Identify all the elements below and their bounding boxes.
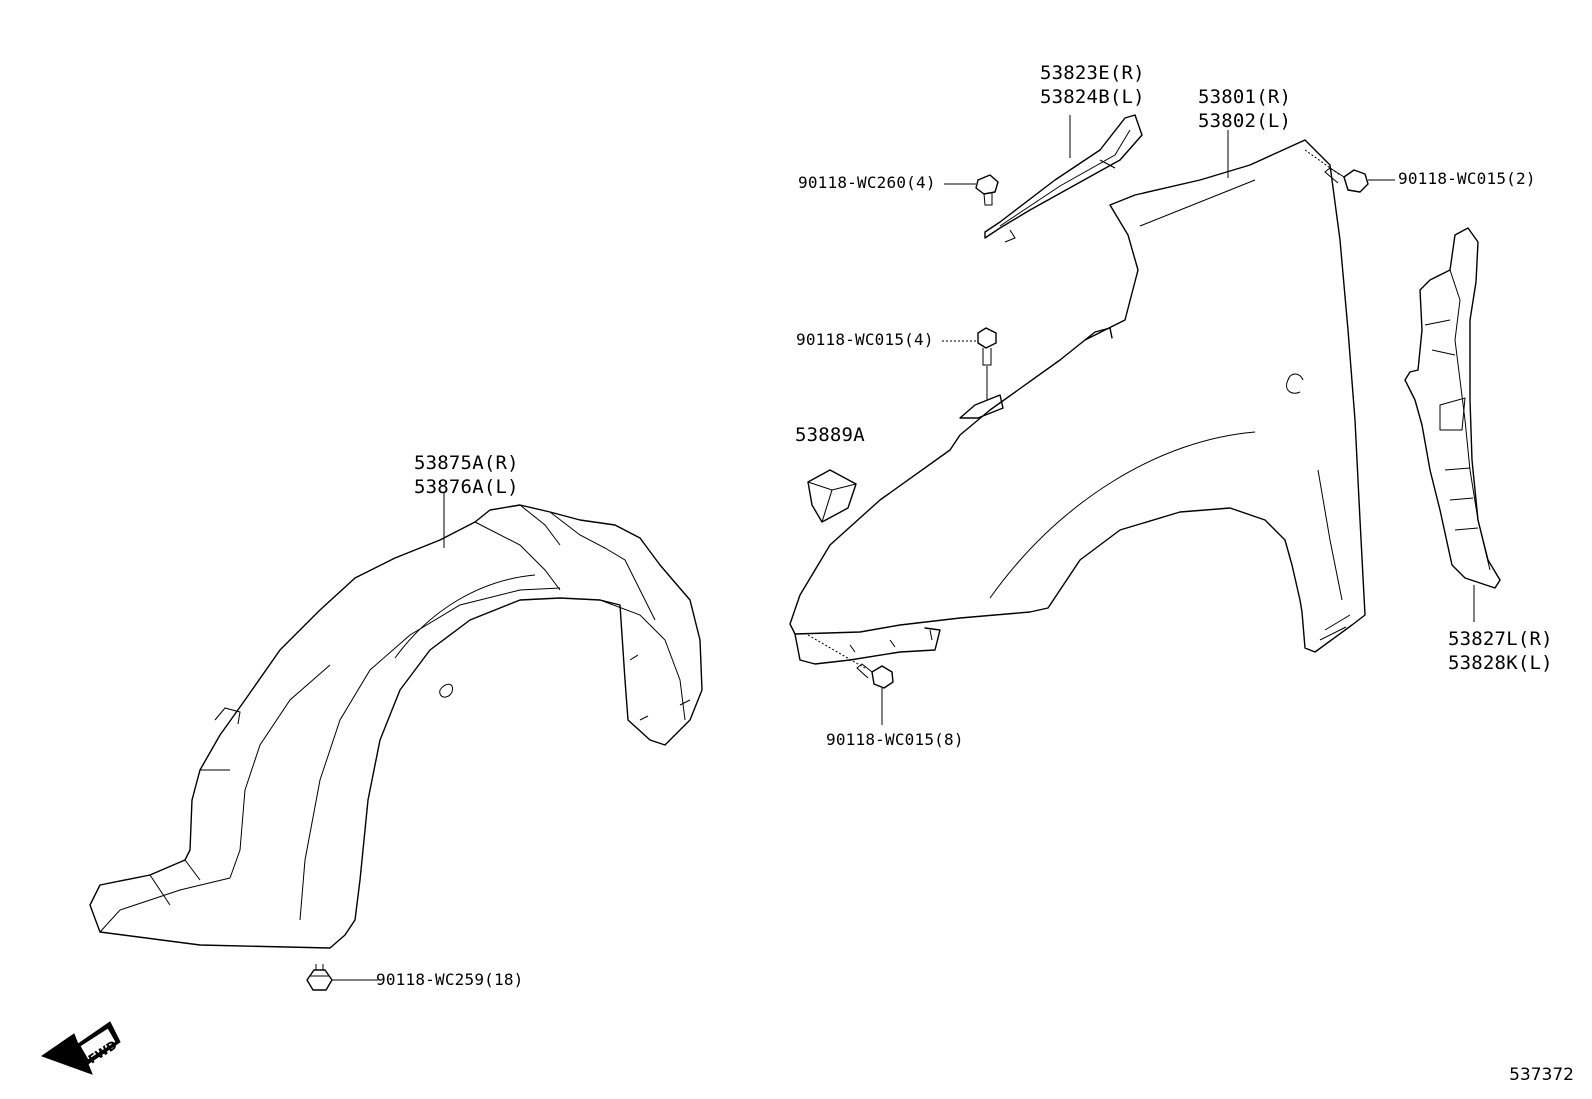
label-clip-wc260: 90118-WC260(4) bbox=[798, 173, 936, 192]
fender-panel-drawing bbox=[789, 139, 1366, 665]
fwd-arrow-icon: FWD bbox=[40, 1021, 121, 1075]
label-side-panel: 53827L(R) 53828K(L) bbox=[1448, 628, 1553, 674]
leader-lines bbox=[332, 115, 1475, 981]
label-drip-molding: 53823E(R) 53824B(L) bbox=[1040, 62, 1145, 108]
label-clip-wc259: 90118-WC259(18) bbox=[376, 970, 524, 989]
reference-number: 537372 bbox=[1509, 1065, 1574, 1085]
label-screw-wc015-4: 90118-WC015(4) bbox=[796, 330, 934, 349]
label-seal-53889a: 53889A bbox=[795, 424, 865, 446]
seal-drawing bbox=[807, 469, 857, 523]
clip-wc260-icon bbox=[975, 174, 999, 206]
label-fender-panel: 53801(R) 53802(L) bbox=[1198, 86, 1292, 132]
side-panel-drawing bbox=[1404, 227, 1501, 589]
screw-wc015-8-icon bbox=[856, 663, 894, 689]
label-screw-wc015-8: 90118-WC015(8) bbox=[826, 730, 964, 749]
screw-wc015-4-icon bbox=[977, 327, 997, 366]
screw-wc015-2-icon bbox=[1324, 167, 1369, 193]
clip-wc259-icon bbox=[306, 964, 333, 991]
label-liner: 53875A(R) 53876A(L) bbox=[414, 452, 519, 498]
drip-molding-drawing bbox=[984, 114, 1143, 243]
label-screw-wc015-2: 90118-WC015(2) bbox=[1398, 169, 1536, 188]
fender-liner-drawing bbox=[89, 504, 703, 949]
